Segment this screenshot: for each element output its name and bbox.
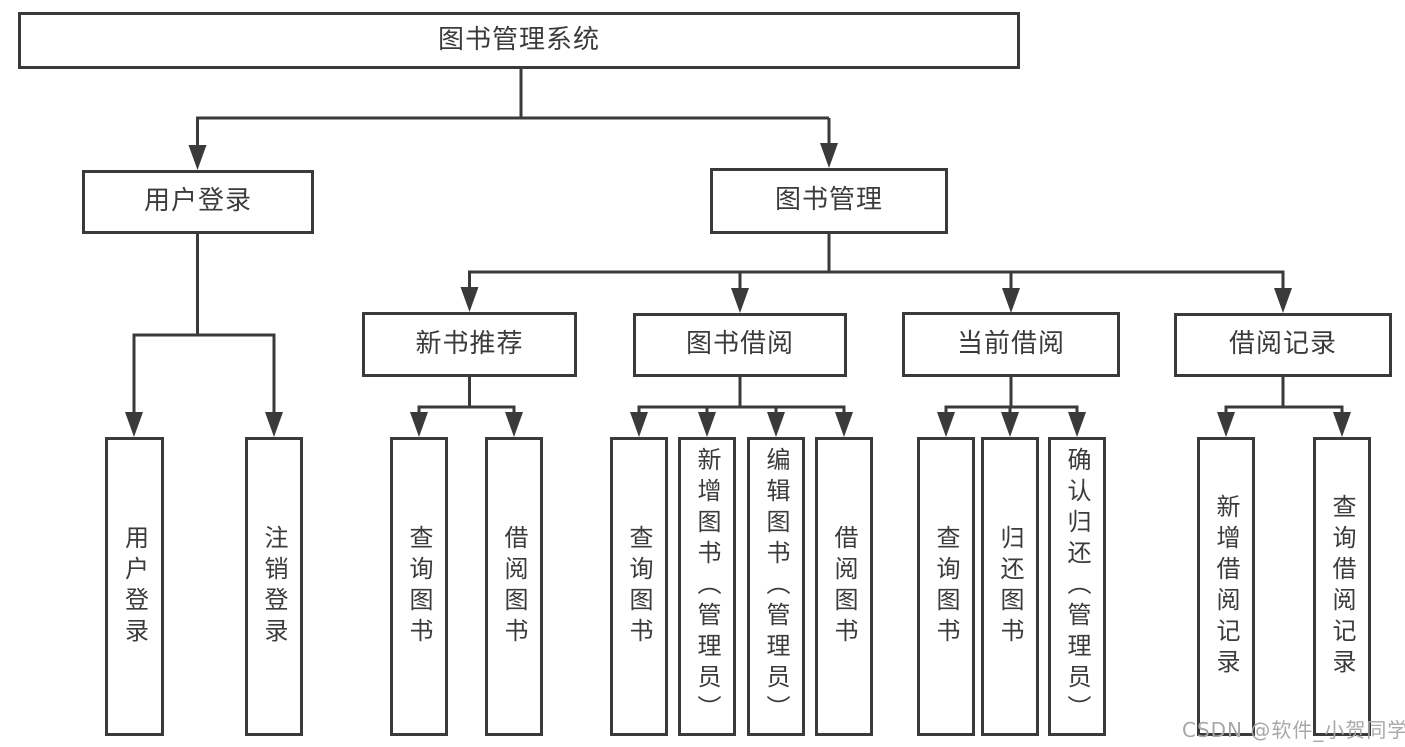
leaf-edit-book-admin: 编辑图书（管理员） xyxy=(747,437,805,736)
connector-new-book-to-leaves xyxy=(410,377,523,437)
connector-user-login-to-leaves xyxy=(125,233,283,437)
csdn-watermark: CSDN @软件_小贺同学 xyxy=(1182,718,1405,742)
node-borrow-records: 借阅记录 xyxy=(1174,313,1392,377)
node-new-book-recommend: 新书推荐 xyxy=(362,312,577,377)
leaf-query-borrow-record: 查询借阅记录 xyxy=(1313,437,1371,736)
leaf-return-book: 归还图书 xyxy=(981,437,1039,736)
connector-book-borrow-to-leaves xyxy=(630,377,853,437)
leaf-borrow-books: 借阅图书 xyxy=(815,437,873,736)
node-current-borrow: 当前借阅 xyxy=(902,312,1120,377)
leaf-user-login: 用户登录 xyxy=(105,437,164,736)
leaf-add-book-admin: 新增图书（管理员） xyxy=(678,437,736,736)
leaf-add-borrow-record: 新增借阅记录 xyxy=(1197,437,1255,736)
connector-current-borrow-to-leaves xyxy=(937,377,1086,437)
leaf-query-books-current: 查询图书 xyxy=(917,437,975,736)
leaf-confirm-return-admin: 确认归还（管理员） xyxy=(1048,437,1106,736)
node-book-management: 图书管理 xyxy=(710,168,948,234)
leaf-query-books-borrow: 查询图书 xyxy=(610,437,668,736)
node-book-borrow: 图书借阅 xyxy=(633,313,847,377)
connector-book-management-to-level3 xyxy=(460,233,1292,313)
connector-borrow-records-to-leaves xyxy=(1217,377,1351,437)
leaf-borrow-books-recommend: 借阅图书 xyxy=(485,437,543,736)
node-library-management-system: 图书管理系统 xyxy=(18,12,1020,69)
node-user-login: 用户登录 xyxy=(82,170,314,234)
leaf-query-books-recommend: 查询图书 xyxy=(390,437,448,736)
leaf-logout: 注销登录 xyxy=(245,437,303,736)
connector-root-to-level2 xyxy=(188,68,838,170)
